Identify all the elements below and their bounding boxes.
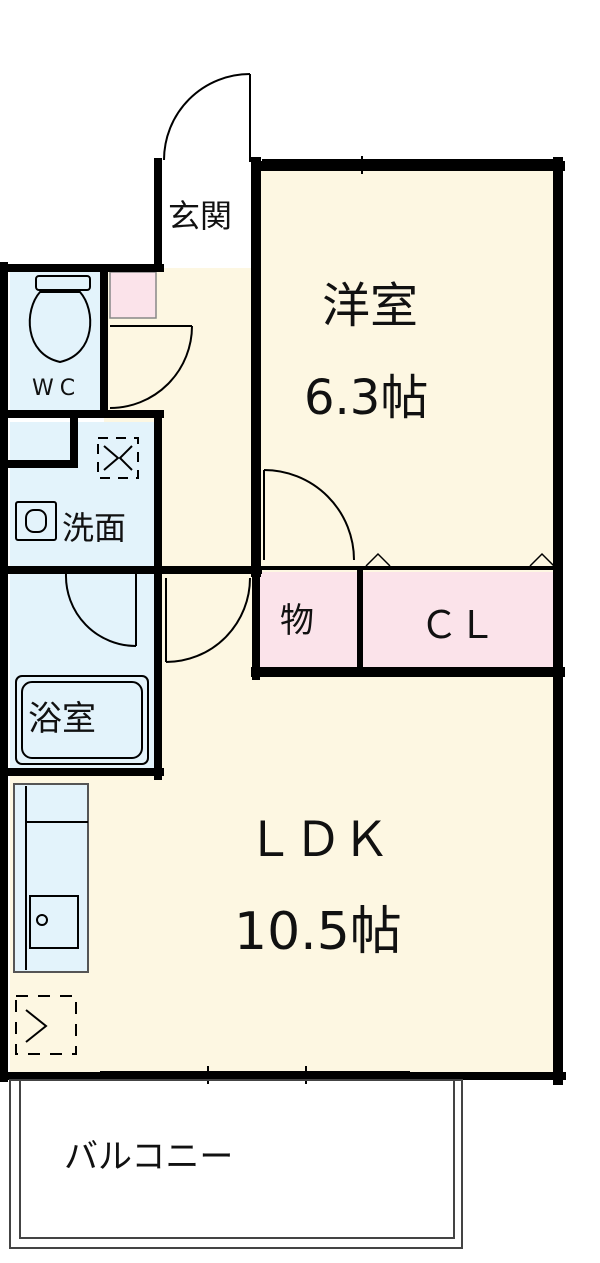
wc-label: WC xyxy=(32,376,82,401)
washroom-label: 洗面 xyxy=(62,509,127,547)
bathroom-floor xyxy=(10,572,158,772)
walls xyxy=(0,157,566,1085)
kitchen-sink-icon xyxy=(25,786,88,970)
balcony-label: バルコニー xyxy=(64,1137,234,1177)
ldk-name: ＬＤＫ xyxy=(246,812,391,868)
entrance-door xyxy=(163,73,251,162)
bathroom-label: 浴室 xyxy=(28,699,96,739)
storage-label: 物 xyxy=(280,601,314,641)
western-room-floor xyxy=(258,168,558,568)
washbasin-icon xyxy=(15,501,57,541)
western-room-name: 洋室 xyxy=(322,278,419,334)
interior-doors xyxy=(64,325,355,663)
western-room-size: 6.3帖 xyxy=(304,370,429,426)
ldk-size: 10.5帖 xyxy=(234,902,402,962)
toilet-icon xyxy=(28,275,92,364)
balcony xyxy=(9,1079,463,1249)
closet-label: ＣＬ xyxy=(420,603,497,647)
entrance-label: 玄関 xyxy=(168,197,233,235)
washroom-floor xyxy=(10,422,158,568)
closet-floor xyxy=(362,572,558,668)
entrance-step xyxy=(109,271,157,319)
entrance-floor xyxy=(158,168,258,268)
storage-floor xyxy=(258,572,358,668)
bathtub-icon xyxy=(15,675,149,765)
ventilation-fan-icon xyxy=(15,437,139,1055)
windows xyxy=(100,156,556,1084)
closet-marks xyxy=(365,552,555,567)
